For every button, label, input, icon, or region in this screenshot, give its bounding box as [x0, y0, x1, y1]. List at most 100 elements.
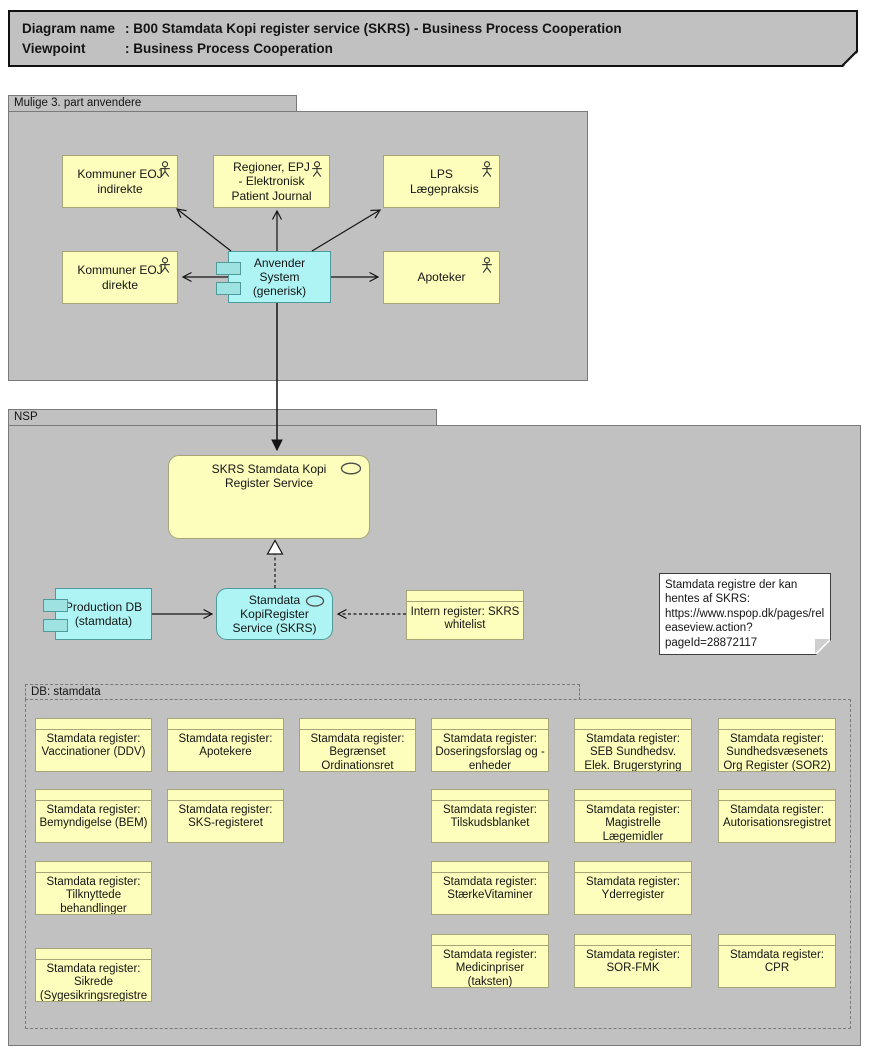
register-box-cpr[interactable]: Stamdata register:CPR — [718, 934, 836, 988]
object-top-line — [432, 872, 548, 873]
note[interactable]: Stamdata registre der kan hentes af SKRS… — [659, 573, 831, 655]
viewpoint-row: Viewpoint: Business Process Cooperation — [22, 39, 856, 59]
register-box-apotekere[interactable]: Stamdata register:Apotekere — [167, 718, 284, 772]
object-top-line — [719, 729, 835, 730]
register-box-autorisationsregistret[interactable]: Stamdata register:Autorisationsregistret — [718, 789, 836, 843]
node-label: Intern register: SKRS whitelist — [410, 606, 520, 632]
component-icon — [216, 262, 241, 275]
node-label: LPS Lægepraksis — [410, 167, 479, 196]
register-prefix: Stamdata register: — [46, 733, 141, 745]
register-prefix: Stamdata register: — [730, 804, 824, 816]
group-third-party-body[interactable] — [8, 111, 588, 381]
object-top-line — [432, 945, 548, 946]
group-db-stamdata-body[interactable] — [25, 699, 851, 1029]
register-name: CPR — [764, 962, 790, 975]
object-top-line — [575, 729, 691, 730]
register-box-seb[interactable]: Stamdata register:SEB Sundhedsv. Elek. B… — [574, 718, 692, 772]
object-top-line — [36, 959, 151, 960]
register-box-doseringsforslag[interactable]: Stamdata register:Doseringsforslag og -e… — [431, 718, 549, 772]
register-prefix: Stamdata register: — [730, 733, 824, 745]
object-top-line — [168, 729, 283, 730]
diagram-name-row: Diagram name: B00 Stamdata Kopi register… — [22, 19, 856, 39]
group-label: NSP — [14, 411, 38, 423]
node-label: SKRS Stamdata Kopi Register Service — [211, 462, 327, 491]
register-prefix: Stamdata register: — [586, 949, 680, 961]
register-prefix: Stamdata register: — [586, 876, 680, 888]
register-name: Magistrelle Lægemidler — [602, 817, 664, 843]
group-third-party-tab[interactable]: Mulige 3. part anvendere — [8, 95, 297, 112]
register-box-sor2[interactable]: Stamdata register:Sundhedsvæsenets Org R… — [718, 718, 836, 772]
node-label: Anvender System (generisk) — [252, 255, 307, 299]
actor-icon — [481, 161, 493, 178]
service-oval-icon — [340, 462, 362, 478]
node-production-db[interactable]: Production DB (stamdata) — [43, 588, 152, 640]
actor-icon — [311, 161, 323, 178]
node-anvender-system[interactable]: Anvender System (generisk) — [216, 251, 331, 303]
register-prefix: Stamdata register: — [46, 963, 141, 975]
diagram-name-value: B00 Stamdata Kopi register service (SKRS… — [133, 21, 622, 36]
register-name: Tilknyttede behandlinger — [60, 889, 127, 915]
node-lps[interactable]: LPS Lægepraksis — [383, 155, 500, 208]
viewpoint-label: Viewpoint — [22, 41, 86, 56]
register-box-begraenset-ordinationsret[interactable]: Stamdata register:Begrænset Ordinationsr… — [299, 718, 416, 772]
node-label: Kommuner EOJ indirekte — [77, 167, 163, 196]
node-label: Regioner, EPJ - Elektronisk Patient Jour… — [231, 160, 312, 203]
register-box-bemyndigelse[interactable]: Stamdata register:Bemyndigelse (BEM) — [35, 789, 152, 843]
actor-icon — [159, 257, 171, 274]
actor-icon — [159, 161, 171, 178]
register-box-tilknyttede[interactable]: Stamdata register:Tilknyttede behandling… — [35, 861, 152, 915]
object-top-line — [36, 872, 151, 873]
register-name: Yderregister — [601, 889, 665, 902]
register-prefix: Stamdata register: — [46, 804, 141, 816]
object-top-line — [168, 800, 283, 801]
node-kommuner-eoj-indirekte[interactable]: Kommuner EOJ indirekte — [62, 155, 178, 208]
node-apoteker[interactable]: Apoteker — [383, 251, 500, 304]
object-top-line — [300, 729, 415, 730]
object-top-line — [36, 800, 151, 801]
colon: : — [125, 21, 134, 36]
register-prefix: Stamdata register: — [443, 949, 537, 961]
register-name: Sundhedsvæsenets Org Register (SOR2) — [723, 746, 831, 772]
note-text: Stamdata registre der kan hentes af SKRS… — [665, 579, 825, 649]
node-label: Stamdata KopiRegister Service (SKRS) — [232, 592, 317, 636]
group-label: Mulige 3. part anvendere — [14, 97, 142, 109]
node-intern-register[interactable]: Intern register: SKRS whitelist — [406, 590, 524, 640]
object-top-line — [36, 729, 151, 730]
register-name: Apotekere — [199, 746, 252, 759]
register-box-tilskudsblanket[interactable]: Stamdata register:Tilskudsblanket — [431, 789, 549, 843]
node-kommuner-eoj-direkte[interactable]: Kommuner EOJ direkte — [62, 251, 178, 304]
node-regioner-epj[interactable]: Regioner, EPJ - Elektronisk Patient Jour… — [213, 155, 330, 208]
object-top-line — [719, 800, 835, 801]
register-name: StærkeVitaminer — [447, 889, 533, 902]
object-top-line — [407, 601, 523, 602]
node-skrs-service[interactable]: SKRS Stamdata Kopi Register Service — [168, 455, 370, 539]
register-box-sks[interactable]: Stamdata register:SKS-registeret — [167, 789, 284, 843]
register-box-staerkevitaminer[interactable]: Stamdata register:StærkeVitaminer — [431, 861, 549, 915]
register-box-sikrede[interactable]: Stamdata register:Sikrede (Sygesikringsr… — [35, 948, 152, 1002]
register-prefix: Stamdata register: — [443, 733, 537, 745]
node-label: Apoteker — [417, 270, 466, 285]
register-box-medicinpriser[interactable]: Stamdata register:Medicinpriser (taksten… — [431, 934, 549, 988]
register-box-vaccinationer[interactable]: Stamdata register:Vaccinationer (DDV) — [35, 718, 152, 772]
node-stamdata-kopiregister[interactable]: Stamdata KopiRegister Service (SKRS) — [216, 588, 333, 640]
register-name: Vaccinationer (DDV) — [41, 746, 146, 759]
register-name: SKS-registeret — [188, 817, 263, 830]
register-name: SEB Sundhedsv. Elek. Brugerstyring — [584, 746, 682, 772]
group-db-stamdata-tab[interactable]: DB: stamdata — [25, 684, 580, 700]
diagram-name-label: Diagram name — [22, 21, 116, 36]
register-box-magistrelle[interactable]: Stamdata register:Magistrelle Lægemidler — [574, 789, 692, 843]
register-box-yderregister[interactable]: Stamdata register:Yderregister — [574, 861, 692, 915]
register-name: Medicinpriser (taksten) — [455, 962, 525, 988]
object-top-line — [432, 800, 548, 801]
register-name: Begrænset Ordinationsret — [321, 746, 394, 772]
register-prefix: Stamdata register: — [586, 804, 680, 816]
register-name: SOR-FMK — [606, 962, 660, 975]
object-top-line — [719, 945, 835, 946]
register-name: Autorisationsregistret — [722, 817, 832, 830]
diagram-title-block[interactable]: Diagram name: B00 Stamdata Kopi register… — [8, 10, 858, 67]
group-nsp-tab[interactable]: NSP — [8, 409, 437, 426]
register-box-sor-fmk[interactable]: Stamdata register:SOR-FMK — [574, 934, 692, 988]
register-prefix: Stamdata register: — [178, 804, 273, 816]
component-icon — [43, 599, 68, 612]
actor-icon — [481, 257, 493, 274]
